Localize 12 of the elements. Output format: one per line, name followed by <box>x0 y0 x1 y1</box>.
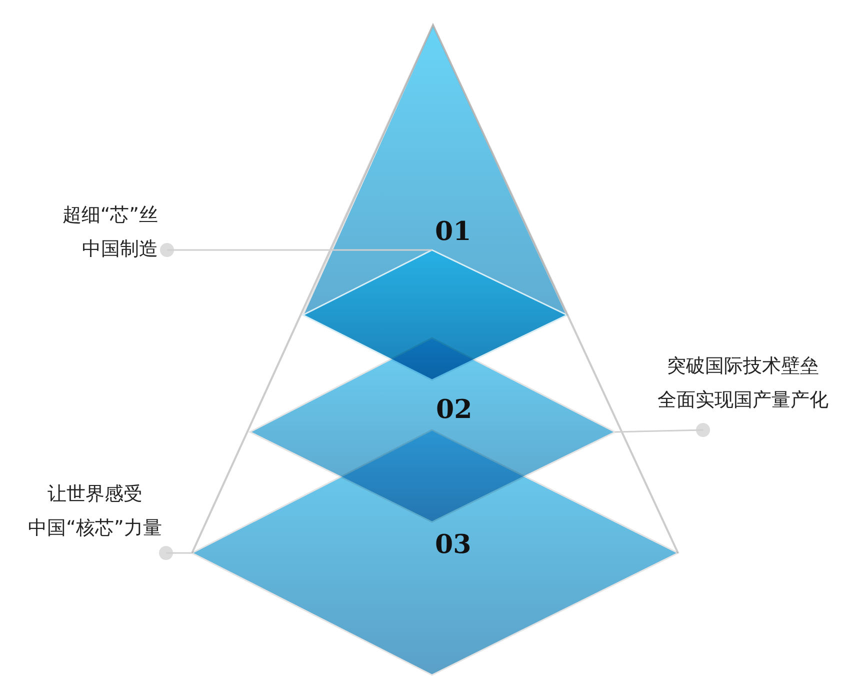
layer-number: 03 <box>435 530 472 560</box>
leader-line <box>160 243 432 257</box>
callout-text: 中国制造 <box>81 237 158 262</box>
leader-line <box>614 423 710 437</box>
callout-text: 全面实现国产量产化 <box>656 388 830 413</box>
callout-text: 让世界感受 <box>46 482 144 507</box>
layer-number: 02 <box>436 395 472 425</box>
callout-text: 中国“核芯”力量 <box>27 516 163 541</box>
leader-line <box>159 546 192 560</box>
callout-text: 突破国际技术壁垒 <box>666 354 820 379</box>
layer-number: 01 <box>435 217 472 247</box>
callout-text: 超细“芯”丝 <box>61 203 158 228</box>
